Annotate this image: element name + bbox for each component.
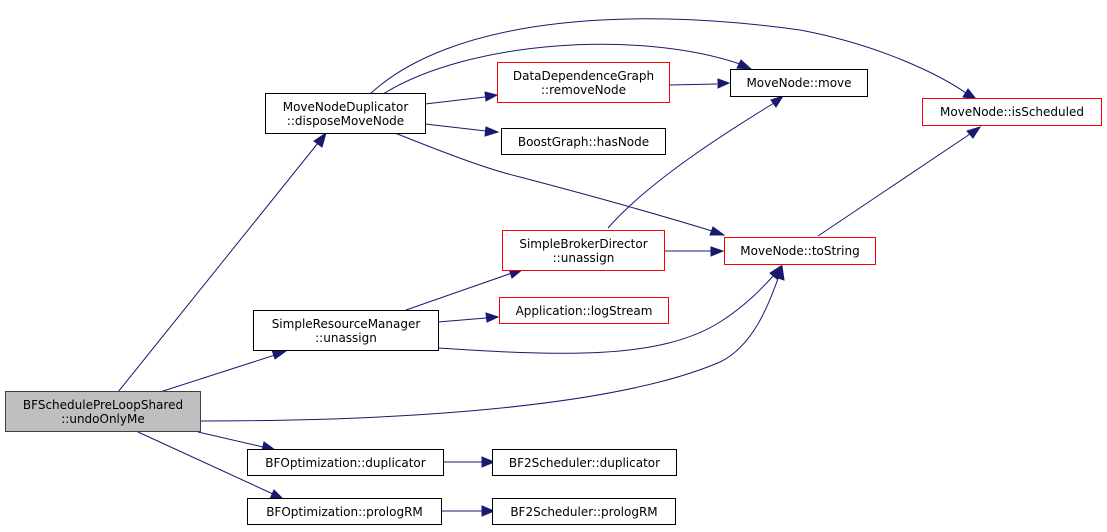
node-root-line2: ::undoOnlyMe — [61, 411, 145, 426]
node-disposemovenode[interactable]: MoveNodeDuplicator ::disposeMoveNode — [265, 93, 426, 134]
node-bfo-duplicator-label: BFOptimization::duplicator — [265, 455, 426, 470]
arrowhead-logstream — [485, 312, 500, 323]
arrowhead-ddg-move — [717, 78, 731, 89]
arrowhead-tostring-isscheduled — [966, 126, 982, 139]
node-bf2-prologrm-label: BF2Scheduler::prologRM — [510, 504, 658, 519]
edge-root-to-bfo-duplicator — [197, 431, 264, 448]
arrowhead-dispose-tostring — [709, 226, 726, 236]
edge-srm-to-logstream — [437, 317, 487, 323]
edge-root-to-disposemovenode — [117, 142, 319, 393]
node-movenode-tostring-label: MoveNode::toString — [740, 244, 860, 258]
node-ddg-removenode-line2: ::removeNode — [541, 82, 626, 97]
node-srm-unassign-line2: ::unassign — [315, 330, 377, 345]
node-bfo-prologrm-label: BFOptimization::prologRM — [266, 504, 423, 519]
node-sbd-unassign-line1: SimpleBrokerDirector — [519, 236, 648, 251]
node-bf2-prologrm[interactable]: BF2Scheduler::prologRM — [492, 498, 676, 525]
edge-root-to-tostring — [199, 275, 780, 422]
edge-dispose-to-move — [382, 43, 741, 95]
node-boostgraph-hasnode[interactable]: BoostGraph::hasNode — [501, 128, 666, 155]
node-sbd-unassign-line2: ::unassign — [552, 250, 615, 265]
node-movenode-isscheduled-label: MoveNode::isScheduled — [940, 105, 1084, 119]
node-movenode-move[interactable]: MoveNode::move — [730, 69, 868, 97]
edge-root-to-srm-unassign — [159, 354, 276, 393]
edge-root-to-bfo-prologrm — [137, 431, 274, 495]
arrowhead-sbd-move — [770, 95, 785, 108]
node-bf2-duplicator-label: BF2Scheduler::duplicator — [508, 455, 661, 470]
arrowhead-bf2-prologrm — [481, 505, 496, 517]
node-ddg-removenode-line1: DataDependenceGraph — [512, 68, 655, 83]
edge-sbd-to-move — [607, 102, 775, 229]
node-boostgraph-hasnode-label: BoostGraph::hasNode — [517, 134, 650, 149]
edge-dispose-to-ddg-remove — [424, 96, 486, 105]
arrowhead-sbd-tostring — [710, 246, 725, 257]
node-bf2-duplicator[interactable]: BF2Scheduler::duplicator — [492, 449, 677, 476]
edge-dispose-to-hasnode — [424, 123, 487, 132]
edge-srm-to-tostring — [437, 274, 775, 354]
node-app-logstream-label: Application::logStream — [515, 303, 653, 318]
arrowhead-bf2-duplicator — [481, 456, 496, 468]
arrowhead-ddg-remove — [484, 91, 499, 102]
arrowhead-srm-unassign — [271, 349, 288, 360]
node-disposemovenode-line1: MoveNodeDuplicator — [282, 99, 409, 114]
edge-tostring-to-isscheduled — [817, 133, 971, 237]
node-srm-unassign-line1: SimpleResourceManager — [271, 316, 421, 331]
node-root-line1: BFSchedulePreLoopShared — [22, 397, 184, 412]
edge-ddg-to-move — [668, 83, 718, 86]
arrowhead-dispose-move — [736, 59, 753, 70]
edge-dispose-to-tostring — [394, 132, 713, 232]
node-movenode-move-label: MoveNode::move — [746, 76, 852, 90]
node-sbd-unassign[interactable]: SimpleBrokerDirector ::unassign — [502, 230, 665, 271]
arrowhead-hasnode — [484, 126, 500, 137]
node-disposemovenode-line2: ::disposeMoveNode — [286, 113, 405, 128]
node-ddg-removenode[interactable]: DataDependenceGraph ::removeNode — [497, 62, 670, 103]
node-bfo-prologrm[interactable]: BFOptimization::prologRM — [247, 498, 442, 525]
edge-dispose-to-isscheduled — [369, 18, 967, 95]
arrowhead-srm-tostring — [769, 264, 782, 280]
node-movenode-tostring[interactable]: MoveNode::toString — [724, 237, 876, 265]
node-app-logstream[interactable]: Application::logStream — [499, 297, 669, 324]
node-root-undoonlyme: BFSchedulePreLoopShared ::undoOnlyMe — [5, 391, 201, 432]
arrowhead-disposemovenode — [313, 131, 327, 148]
edge-srm-to-sbd-unassign — [405, 272, 513, 311]
node-movenode-isscheduled[interactable]: MoveNode::isScheduled — [922, 98, 1102, 126]
node-bfo-duplicator[interactable]: BFOptimization::duplicator — [247, 449, 444, 476]
node-srm-unassign[interactable]: SimpleResourceManager ::unassign — [253, 310, 439, 351]
